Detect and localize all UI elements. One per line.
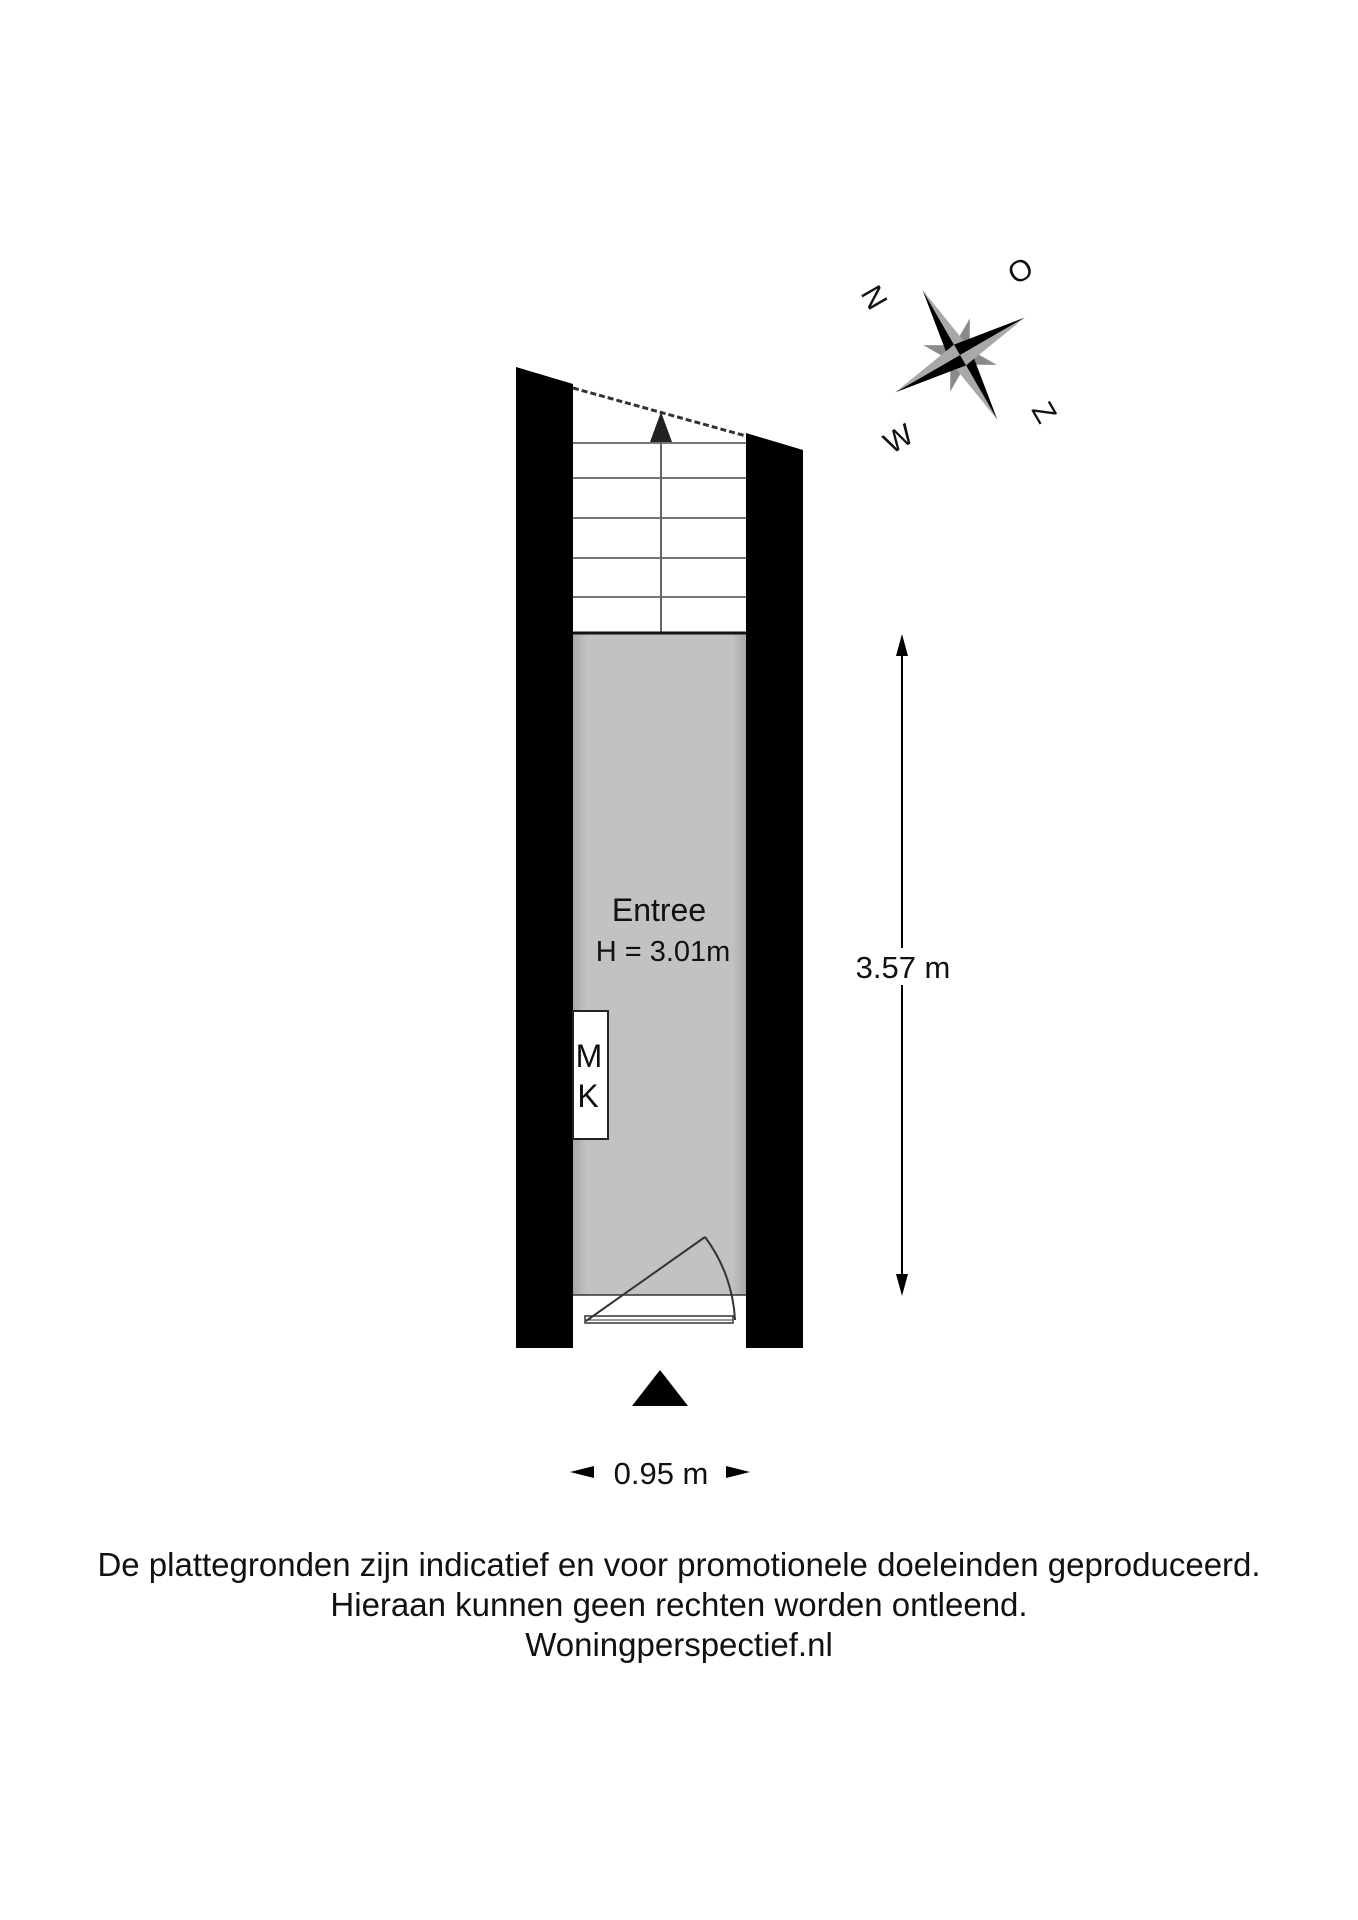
compass-south-label: Z <box>1025 397 1063 429</box>
disclaimer-line-2: Hieraan kunnen geen rechten worden ontle… <box>330 1586 1028 1623</box>
entree-floor <box>573 633 746 1295</box>
length-dimension-label: 3.57 m <box>856 950 951 985</box>
width-arrow-left-icon <box>570 1466 594 1478</box>
stair-treads <box>573 442 746 598</box>
stair-arrow-icon <box>650 412 672 442</box>
width-arrow-right-icon <box>726 1466 750 1478</box>
meter-cupboard-label-k: K <box>577 1078 598 1114</box>
stair-area <box>573 384 746 633</box>
compass-north-label: N <box>854 280 893 315</box>
compass-west-label: W <box>878 418 920 461</box>
meter-cupboard-label-m: M <box>576 1038 603 1074</box>
entrance-door <box>584 1236 736 1324</box>
length-dimension <box>896 634 908 1296</box>
compass-rose-icon <box>895 290 1025 420</box>
wall-right <box>746 433 803 1348</box>
wall-left <box>516 367 573 1348</box>
disclaimer-line-3: Woningperspectief.nl <box>525 1626 833 1663</box>
dimension-arrow-up-icon <box>896 634 908 656</box>
meter-cupboard <box>572 1010 609 1140</box>
dimension-arrow-down-icon <box>896 1274 908 1296</box>
width-dimension-label: 0.95 m <box>614 1456 709 1491</box>
disclaimer-line-1: De plattegronden zijn indicatief en voor… <box>97 1546 1261 1583</box>
entrance-marker-icon <box>632 1370 688 1406</box>
room-name: Entree <box>612 892 706 928</box>
stair-edge <box>572 386 747 438</box>
room-height: H = 3.01m <box>596 936 731 968</box>
compass-east-label: O <box>1002 251 1039 291</box>
